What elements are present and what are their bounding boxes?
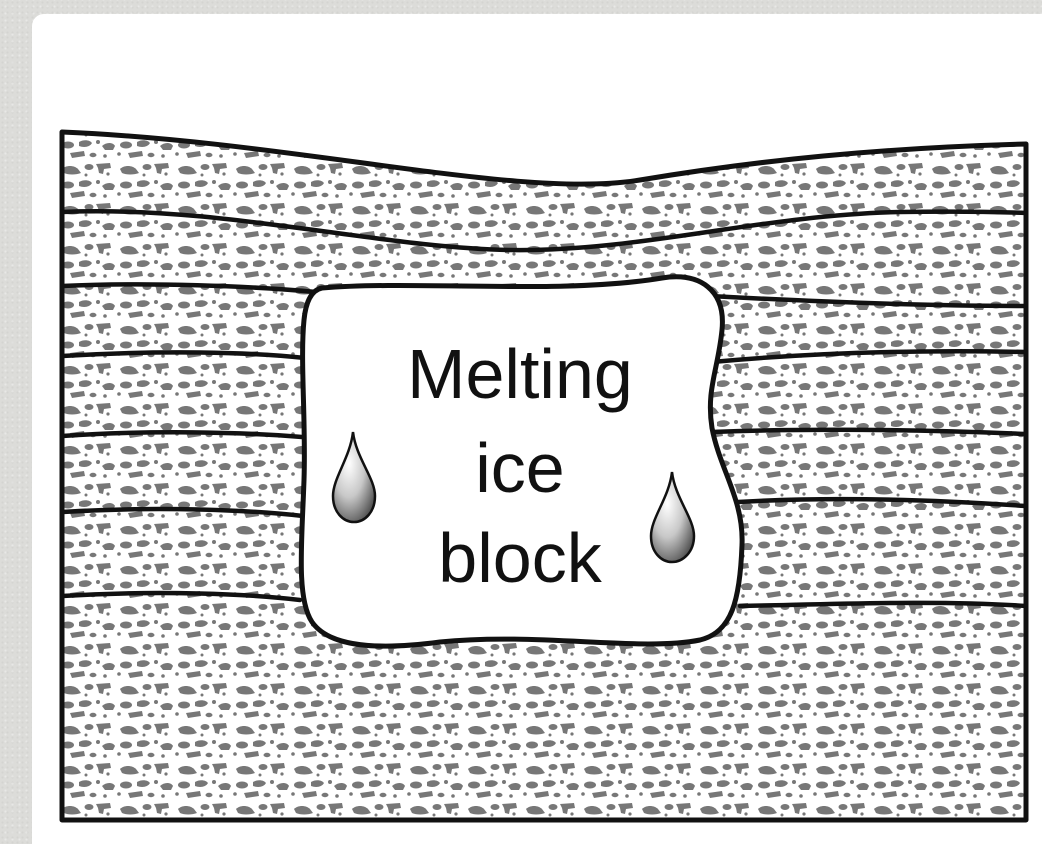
- label-line-1: Melting: [407, 335, 633, 413]
- label-line-2: ice: [475, 429, 564, 507]
- label-line-3: block: [438, 519, 602, 597]
